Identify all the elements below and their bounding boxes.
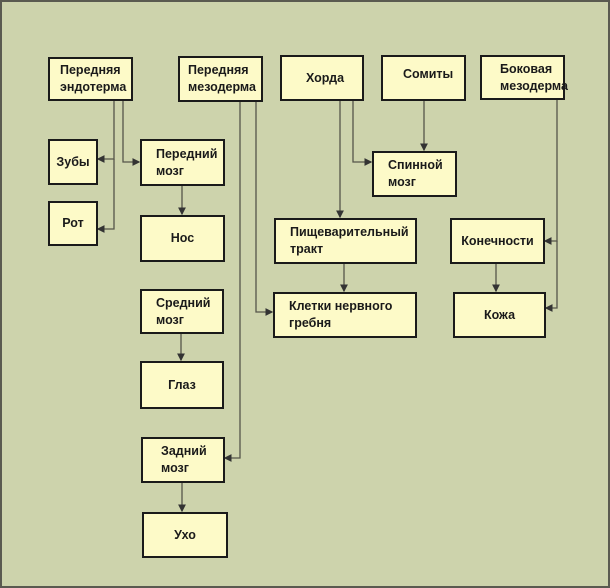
node-spinal-cord: Спинной мозг [372, 151, 457, 197]
node-midbrain: Средний мозг [140, 289, 224, 334]
arrow-mesoderm-neuralcrest [255, 101, 274, 316]
node-limbs: Конечности [450, 218, 545, 264]
node-teeth: Зубы [48, 139, 98, 185]
node-digestive-tract: Пищеварительный тракт [274, 218, 417, 264]
node-anterior-mesoderm: Передняя мезодерма [178, 56, 263, 102]
node-forebrain: Передний мозг [140, 139, 225, 186]
arrow-lateral-skin [544, 241, 558, 312]
node-skin: Кожа [453, 292, 546, 338]
arrow-endoderm-mouth [96, 159, 115, 233]
arrow-mesoderm-hindbrain [223, 101, 241, 462]
node-anterior-endoderm: Передняя эндотерма [48, 57, 133, 101]
arrow-notochord-spinal [352, 100, 373, 166]
node-ear: Ухо [142, 512, 228, 558]
node-lateral-mesoderm: Боковая мезодерма [480, 55, 568, 100]
arrow-lateral-limbs [543, 99, 558, 245]
arrow-endoderm-forebrain [122, 100, 141, 166]
node-nose: Нос [140, 215, 225, 262]
node-mouth: Рот [48, 201, 98, 246]
node-somites: Сомиты [381, 55, 466, 101]
node-eye: Глаз [140, 361, 224, 409]
node-notochord: Хорда [280, 55, 364, 101]
node-hindbrain: Задний мозг [141, 437, 225, 483]
arrow-endoderm-teeth [96, 100, 115, 163]
node-neural-crest: Клетки нервного гребня [273, 292, 417, 338]
